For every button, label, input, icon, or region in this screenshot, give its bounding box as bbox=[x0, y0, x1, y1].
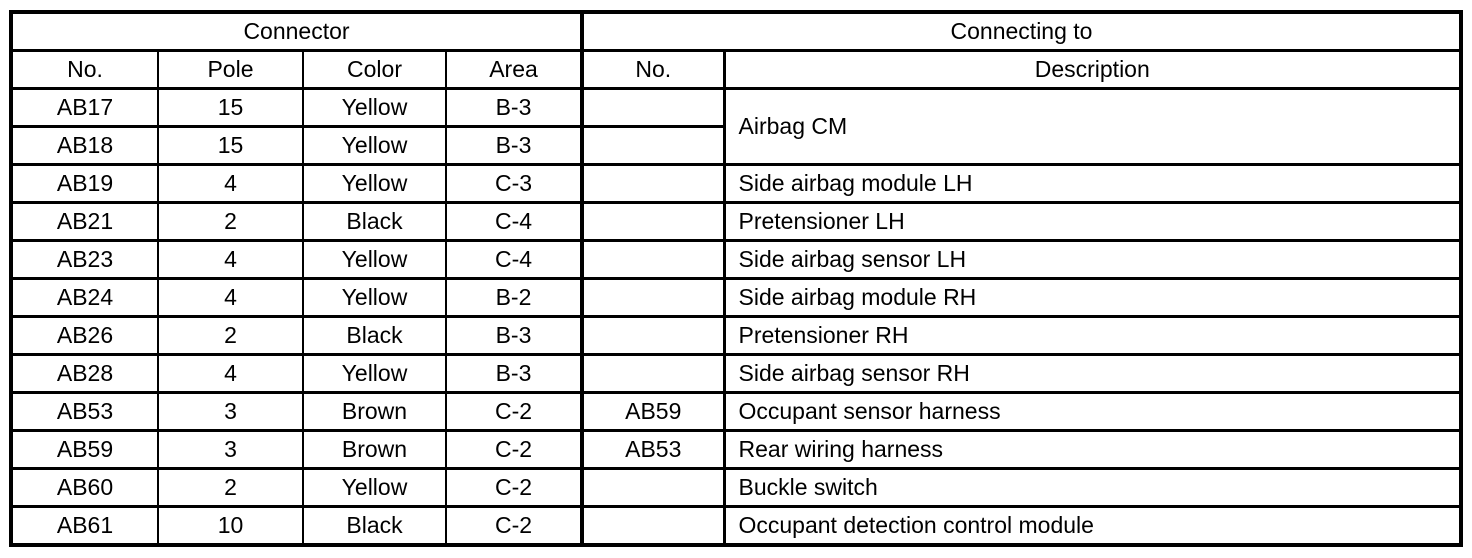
cell-description: Side airbag sensor LH bbox=[722, 239, 1462, 280]
cell-area: C-4 bbox=[445, 239, 583, 280]
cell-connecting-no bbox=[580, 87, 725, 128]
cell-color: Black bbox=[302, 201, 447, 242]
cell-pole: 2 bbox=[157, 467, 304, 508]
cell-color: Brown bbox=[302, 391, 447, 432]
cell-connector-no: AB23 bbox=[10, 239, 159, 280]
cell-connector-no: AB26 bbox=[10, 315, 159, 356]
cell-area: B-3 bbox=[445, 315, 583, 356]
cell-connector-no: AB59 bbox=[10, 429, 159, 470]
cell-connector-no: AB28 bbox=[10, 353, 159, 394]
column-header-pole: Pole bbox=[157, 49, 304, 90]
cell-description: Occupant sensor harness bbox=[722, 391, 1462, 432]
cell-connecting-no bbox=[580, 353, 725, 394]
cell-area: C-4 bbox=[445, 201, 583, 242]
cell-area: B-3 bbox=[445, 125, 583, 166]
cell-connecting-no bbox=[580, 125, 725, 166]
cell-color: Yellow bbox=[302, 467, 447, 508]
cell-area: C-2 bbox=[445, 505, 583, 547]
group-header-connector: Connector bbox=[10, 10, 583, 52]
cell-connector-no: AB19 bbox=[10, 163, 159, 204]
cell-area: B-3 bbox=[445, 87, 583, 128]
cell-description: Airbag CM bbox=[722, 87, 1462, 166]
cell-pole: 3 bbox=[157, 429, 304, 470]
table-header: Connector Connecting to No. Pole Color A… bbox=[10, 10, 1462, 90]
cell-color: Yellow bbox=[302, 125, 447, 166]
cell-pole: 10 bbox=[157, 505, 304, 547]
cell-description: Occupant detection control module bbox=[722, 505, 1462, 547]
cell-pole: 15 bbox=[157, 87, 304, 128]
cell-pole: 2 bbox=[157, 201, 304, 242]
cell-color: Yellow bbox=[302, 87, 447, 128]
cell-area: C-2 bbox=[445, 429, 583, 470]
cell-pole: 4 bbox=[157, 163, 304, 204]
cell-description: Side airbag module RH bbox=[722, 277, 1462, 318]
cell-color: Yellow bbox=[302, 163, 447, 204]
group-header-row: Connector Connecting to bbox=[10, 10, 1462, 52]
cell-description: Rear wiring harness bbox=[722, 429, 1462, 470]
cell-connector-no: AB24 bbox=[10, 277, 159, 318]
cell-description: Pretensioner RH bbox=[722, 315, 1462, 356]
cell-area: C-3 bbox=[445, 163, 583, 204]
column-header-description: Description bbox=[722, 49, 1462, 90]
cell-area: C-2 bbox=[445, 391, 583, 432]
cell-pole: 3 bbox=[157, 391, 304, 432]
group-header-connecting-to: Connecting to bbox=[580, 10, 1462, 52]
cell-connecting-no bbox=[580, 505, 725, 547]
cell-connector-no: AB17 bbox=[10, 87, 159, 128]
cell-color: Yellow bbox=[302, 239, 447, 280]
column-header-connecting-no: No. bbox=[580, 49, 725, 90]
cell-pole: 15 bbox=[157, 125, 304, 166]
cell-connector-no: AB21 bbox=[10, 201, 159, 242]
cell-pole: 4 bbox=[157, 239, 304, 280]
cell-description: Buckle switch bbox=[722, 467, 1462, 508]
cell-description: Side airbag module LH bbox=[722, 163, 1462, 204]
cell-connector-no: AB60 bbox=[10, 467, 159, 508]
cell-description: Pretensioner LH bbox=[722, 201, 1462, 242]
cell-connecting-no: AB53 bbox=[580, 429, 725, 470]
cell-color: Black bbox=[302, 505, 447, 547]
cell-area: B-2 bbox=[445, 277, 583, 318]
cell-connector-no: AB61 bbox=[10, 505, 159, 547]
connector-table: Connector Connecting to No. Pole Color A… bbox=[9, 10, 1463, 547]
cell-pole: 4 bbox=[157, 277, 304, 318]
cell-connecting-no bbox=[580, 163, 725, 204]
column-header-row: No. Pole Color Area No. Description bbox=[10, 49, 1462, 90]
column-header-area: Area bbox=[445, 49, 583, 90]
cell-connector-no: AB53 bbox=[10, 391, 159, 432]
cell-color: Black bbox=[302, 315, 447, 356]
column-header-no: No. bbox=[10, 49, 159, 90]
cell-area: B-3 bbox=[445, 353, 583, 394]
cell-connecting-no: AB59 bbox=[580, 391, 725, 432]
cell-area: C-2 bbox=[445, 467, 583, 508]
cell-pole: 2 bbox=[157, 315, 304, 356]
cell-color: Brown bbox=[302, 429, 447, 470]
cell-color: Yellow bbox=[302, 353, 447, 394]
cell-connecting-no bbox=[580, 315, 725, 356]
cell-connecting-no bbox=[580, 239, 725, 280]
cell-connecting-no bbox=[580, 467, 725, 508]
cell-description: Side airbag sensor RH bbox=[722, 353, 1462, 394]
cell-connecting-no bbox=[580, 277, 725, 318]
cell-pole: 4 bbox=[157, 353, 304, 394]
column-header-color: Color bbox=[302, 49, 447, 90]
cell-color: Yellow bbox=[302, 277, 447, 318]
cell-connector-no: AB18 bbox=[10, 125, 159, 166]
cell-connecting-no bbox=[580, 201, 725, 242]
